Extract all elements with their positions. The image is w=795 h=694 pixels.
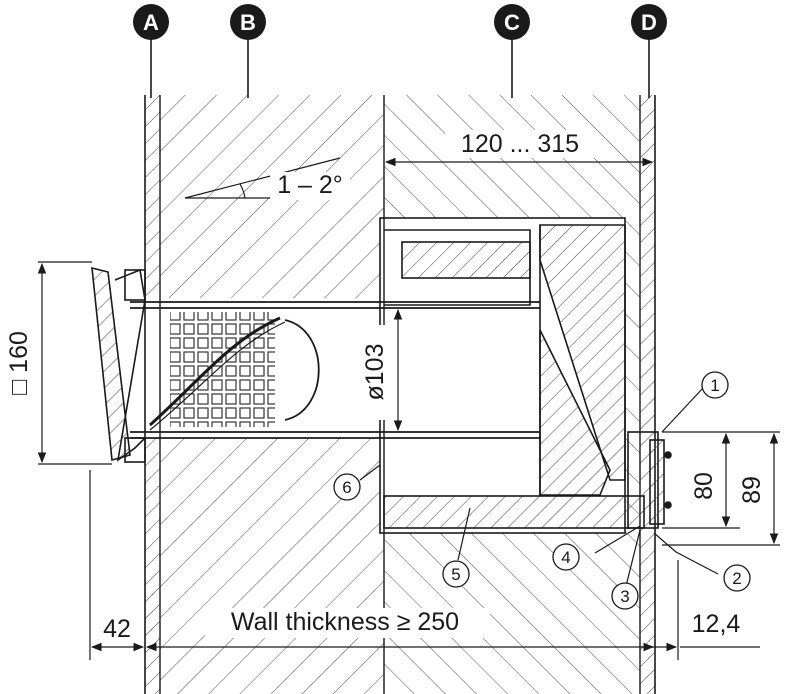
marker-d-text: D	[641, 10, 657, 35]
layer-markers: A B C D	[133, 4, 667, 98]
marker-b: B	[230, 4, 266, 98]
callout-5: 5	[442, 560, 470, 588]
callout-4: 4	[552, 543, 580, 571]
depth-range-label: 120 ... 315	[461, 130, 579, 158]
callout-markers: 1 2 3 4 5 6	[333, 371, 751, 610]
sleeve-upper-hatch	[401, 241, 531, 279]
vent-tube	[130, 301, 540, 439]
callout-leaders	[359, 387, 719, 591]
height-89-label: 89	[738, 476, 766, 504]
marker-c: C	[494, 4, 530, 98]
marker-b-text: B	[240, 10, 256, 35]
wall-thickness-label: Wall thickness ≥ 250	[231, 608, 459, 636]
callout-2-text: 2	[732, 569, 741, 588]
sleeve-lower-hatch	[383, 495, 645, 529]
interior-cover	[91, 266, 146, 463]
callout-6-text: 6	[342, 478, 351, 497]
callout-4-text: 4	[561, 548, 570, 567]
height-80-label: 80	[690, 472, 718, 500]
callout-2: 2	[723, 564, 751, 592]
slope-label: 1 – 2°	[277, 171, 343, 199]
wall-sleeve	[379, 217, 672, 534]
marker-c-text: C	[504, 10, 520, 35]
diameter-label: ø103	[361, 344, 389, 401]
dimension-labels: 120 ... 315 1 – 2° ø103 □ 160 42 Wall th…	[5, 130, 766, 643]
flange-label: 12,4	[692, 610, 741, 638]
callout-5-text: 5	[451, 565, 460, 584]
callout-3-text: 3	[620, 587, 629, 606]
cover-size-label: □ 160	[5, 331, 33, 395]
cover-offset-label: 42	[103, 615, 131, 643]
callout-6: 6	[333, 473, 361, 501]
marker-a: A	[133, 4, 169, 98]
marker-d: D	[631, 4, 667, 98]
callout-1-text: 1	[710, 376, 719, 395]
marker-a-text: A	[143, 10, 159, 35]
dimension-lines	[37, 157, 780, 660]
callout-3: 3	[611, 582, 639, 610]
callout-1: 1	[701, 371, 729, 399]
plaster-outer	[640, 95, 655, 694]
